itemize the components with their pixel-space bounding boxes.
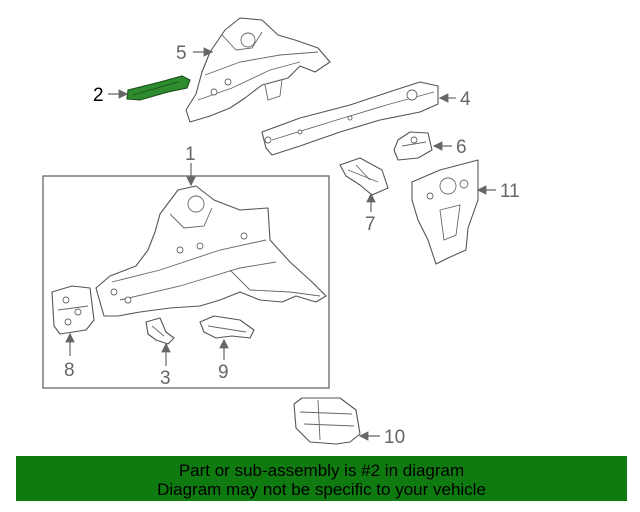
part-8-plate[interactable] xyxy=(51,285,95,335)
callout-10: 10 xyxy=(384,427,405,448)
leader-lines xyxy=(65,47,496,441)
info-banner: Part or sub-assembly is #2 in diagram Di… xyxy=(16,456,627,501)
callout-5: 5 xyxy=(176,43,187,64)
part-6-bracket[interactable] xyxy=(393,131,433,161)
part-4-rail[interactable] xyxy=(261,81,439,156)
banner-line-part: Part or sub-assembly is #2 in diagram xyxy=(178,461,465,480)
assembly-1-box xyxy=(42,175,330,389)
part-1-assembly[interactable] xyxy=(95,185,327,317)
banner-line-disclaimer: Diagram may not be specific to your vehi… xyxy=(157,480,486,499)
callout-4: 4 xyxy=(460,89,471,110)
part-10-tray[interactable] xyxy=(293,397,361,445)
part-11-panel[interactable] xyxy=(411,159,479,265)
part-2-highlighted-bracket[interactable] xyxy=(126,75,191,101)
parts-diagram: 1 2 3 4 5 6 7 8 9 10 11 xyxy=(42,17,520,448)
part-7-bracket[interactable] xyxy=(339,157,389,196)
callout-7: 7 xyxy=(365,214,376,235)
part-3-bracket[interactable] xyxy=(145,317,175,345)
part-5-side-member-upper[interactable] xyxy=(185,17,331,123)
callout-9: 9 xyxy=(218,362,229,383)
callout-1: 1 xyxy=(185,144,196,165)
callout-3: 3 xyxy=(160,368,171,389)
part-9-bracket[interactable] xyxy=(199,315,255,339)
callout-8: 8 xyxy=(64,360,75,381)
callout-11: 11 xyxy=(500,181,520,202)
callout-2: 2 xyxy=(93,85,104,106)
callout-6: 6 xyxy=(456,137,467,158)
